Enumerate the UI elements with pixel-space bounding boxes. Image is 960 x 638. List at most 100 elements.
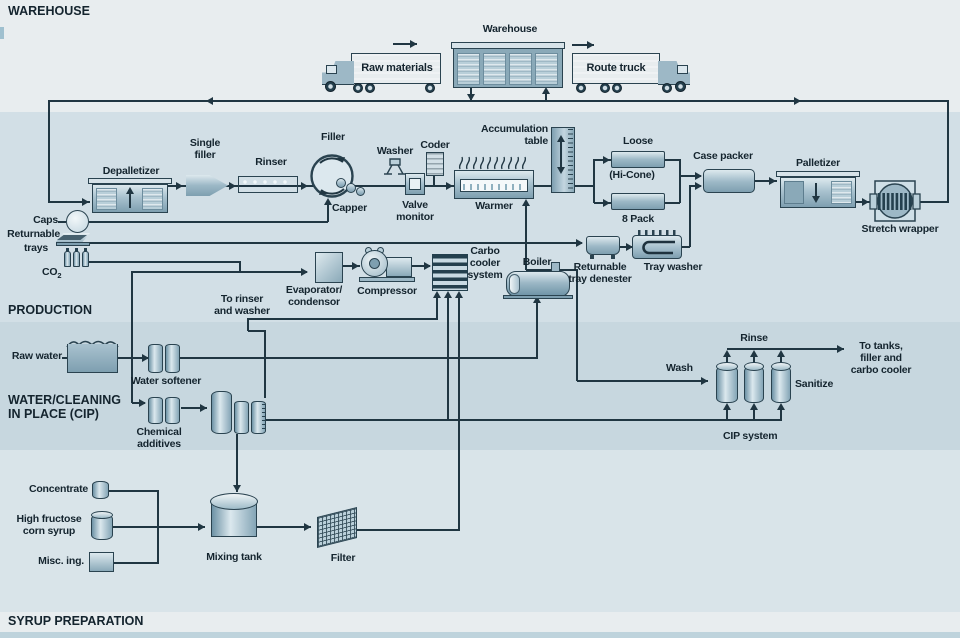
denester-foot: [590, 255, 594, 259]
wash-label: Wash: [666, 362, 693, 374]
tray-washer-icon: [632, 235, 682, 259]
band-production: [0, 112, 960, 322]
carbo-cooler-icon: [432, 254, 468, 291]
palletizer-bay: [784, 181, 804, 204]
accumulation-table-label: Accumulation table: [480, 123, 548, 147]
capper-label: Capper: [332, 202, 367, 214]
depalletizer-panel: [142, 188, 163, 210]
band-footer: [0, 632, 960, 638]
capper-icon: [336, 178, 346, 188]
warmer-bottles: [463, 184, 525, 190]
chemical-additives-icon: [148, 397, 163, 424]
warehouse-door: [535, 53, 558, 85]
depalletizer-label: Depalletizer: [102, 165, 160, 177]
capper-icon: [346, 183, 356, 193]
sanitize-label: Sanitize: [795, 378, 834, 390]
depalletizer-top: [88, 178, 172, 184]
case-packer-label: Case packer: [693, 150, 753, 162]
cip-sanitize-cylinder-cap: [771, 362, 791, 371]
hfcs-label: High fructose corn syrup: [16, 513, 82, 537]
cip-tank-gauge: [262, 404, 265, 431]
carbo-cooler-label: Carbo cooler system: [467, 245, 503, 281]
cip-tank-icon: [211, 391, 232, 434]
boiler-label: Boiler: [522, 256, 552, 268]
cip-wash-cylinder: [716, 366, 738, 403]
returnable-tray-icon: [56, 233, 92, 247]
co2-bottles-icon: [64, 248, 92, 268]
washer-label: Washer: [376, 145, 414, 157]
cip-sanitize-cylinder: [771, 366, 791, 403]
palletizer-panel: [831, 181, 852, 204]
concentrate-icon: [92, 481, 109, 499]
caps-icon: [66, 210, 89, 233]
depalletizer-panel: [96, 188, 117, 210]
compressor-icon: [359, 245, 415, 283]
cip-rinse-cylinder-cap: [744, 362, 764, 371]
palletizer-label: Palletizer: [795, 157, 841, 169]
band-water-cip: [0, 322, 960, 450]
cip-rinse-cylinder: [744, 366, 764, 403]
raw-materials-truck-icon: [322, 52, 444, 93]
section-syrup: SYRUP PREPARATION: [8, 614, 144, 628]
tray-denester-label: Returnable tray denester: [568, 261, 632, 285]
raw-materials-label: Raw materials: [361, 62, 433, 74]
stretch-wrapper-label: Stretch wrapper: [861, 223, 939, 235]
band-bottom-light: [0, 612, 960, 632]
chemical-additives-icon: [165, 397, 180, 424]
warmer-label: Warmer: [475, 200, 513, 212]
single-filler-label: Single filler: [189, 137, 221, 161]
washer-icon: [384, 158, 406, 175]
warehouse-label: Warehouse: [482, 23, 538, 35]
route-truck-label: Route truck: [586, 62, 646, 74]
cip-wash-cylinder-cap: [716, 362, 738, 371]
loose-label: Loose: [623, 135, 653, 147]
tray-washer-vents: [638, 230, 678, 235]
left-edge-accent: [0, 27, 4, 39]
water-softener-icon: [165, 344, 180, 373]
hfcs-cap: [91, 511, 113, 519]
mixing-tank-top: [210, 493, 258, 510]
tray-washer-tube-icon: [642, 240, 675, 255]
warmer-heat-icon: [458, 156, 527, 170]
filter-label: Filter: [330, 552, 356, 564]
tray-denester-icon: [586, 236, 620, 255]
returnable-trays-label2: trays: [23, 242, 49, 254]
warehouse-door: [483, 53, 506, 85]
coder-label: Coder: [420, 139, 450, 151]
raw-water-tank-icon: [67, 344, 118, 373]
boiler-cap: [509, 274, 520, 294]
band-syrup: [0, 450, 960, 612]
to-tanks-label: To tanks, filler and carbo cooler: [850, 340, 912, 376]
loose-packer-icon: [611, 151, 665, 168]
cip-system-label: CIP system: [723, 430, 778, 442]
eight-pack-label: 8 Pack: [621, 213, 655, 225]
accumulation-ticks: [568, 129, 573, 191]
section-production: PRODUCTION: [8, 303, 93, 317]
palletizer-top: [776, 171, 860, 177]
single-filler-icon: [186, 175, 228, 196]
caps-label: Caps: [33, 214, 58, 226]
section-water-line1: WATER/CLEANING: [8, 393, 121, 407]
to-rinser-washer-label: To rinser and washer: [214, 293, 270, 317]
eight-pack-packer-icon: [611, 193, 665, 210]
tray-washer-label: Tray washer: [643, 261, 703, 273]
boiler-base: [503, 295, 573, 299]
co2-label: CO2: [42, 266, 62, 281]
valve-monitor-screen: [409, 178, 421, 190]
capper-icon: [356, 187, 365, 196]
coder-icon: [426, 152, 444, 176]
compressor-label: Compressor: [357, 285, 417, 297]
route-truck-icon: [572, 52, 690, 93]
rinse-label: Rinse: [740, 332, 768, 344]
denester-foot: [611, 255, 615, 259]
evaporator-icon: [315, 252, 343, 283]
rinser-label: Rinser: [255, 156, 287, 168]
misc-ing-label: Misc. ing.: [38, 555, 84, 567]
cip-tank-icon: [234, 401, 249, 434]
warehouse-door: [457, 53, 480, 85]
evaporator-label: Evaporator/ condensor: [285, 284, 343, 308]
section-warehouse: WAREHOUSE: [8, 4, 90, 18]
mixing-tank-label: Mixing tank: [206, 551, 262, 563]
concentrate-label: Concentrate: [28, 483, 88, 495]
